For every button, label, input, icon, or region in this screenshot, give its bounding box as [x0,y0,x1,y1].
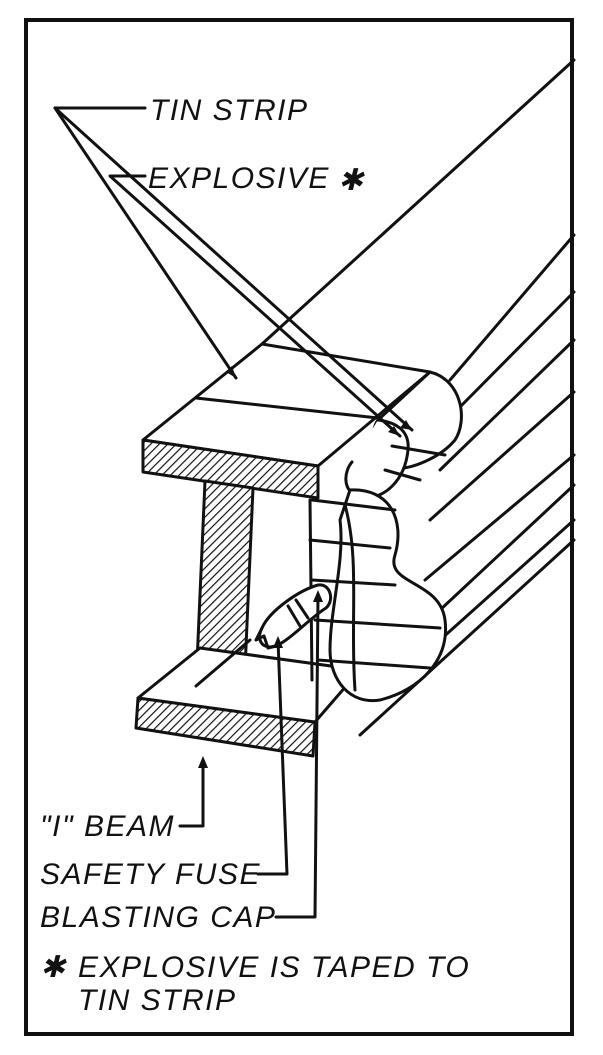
note-line-1: EXPLOSIVE IS TAPED TO [78,951,470,984]
asterisk-icon: ✱ [338,164,365,197]
beam-bottom-edge [358,538,576,737]
beam-top-edge [260,58,576,346]
diagram-frame [24,18,574,1036]
leader-i-beam [178,760,205,828]
leader-blasting-cap [274,594,320,919]
leader-tin-strip [53,106,238,380]
leader-safety-fuse [256,638,289,876]
label-blasting-cap: BLASTING CAP [40,901,276,934]
beam-web-line-2 [428,390,576,522]
beam-bottom-flange-edge [438,518,576,642]
beam-top-flange-right [448,233,576,382]
beam-bottom-flange-top [438,483,576,612]
fuse-end [254,626,278,650]
note-asterisk-icon: ✱ [40,951,67,984]
tin-strip-edge [194,396,380,420]
label-safety-fuse: SAFETY FUSE [40,858,261,891]
leader-explosive [108,174,402,438]
label-explosive: EXPLOSIVE [148,162,330,195]
beam-top-flange-underside [453,290,576,414]
label-i-beam: "I" BEAM [40,810,175,843]
note-line-2: TIN STRIP [78,984,237,1017]
beam-web-line-3 [423,453,576,582]
label-tin-strip: TIN STRIP [150,94,309,127]
beam-web-line-1 [438,338,576,472]
top-flange-section [141,438,320,500]
